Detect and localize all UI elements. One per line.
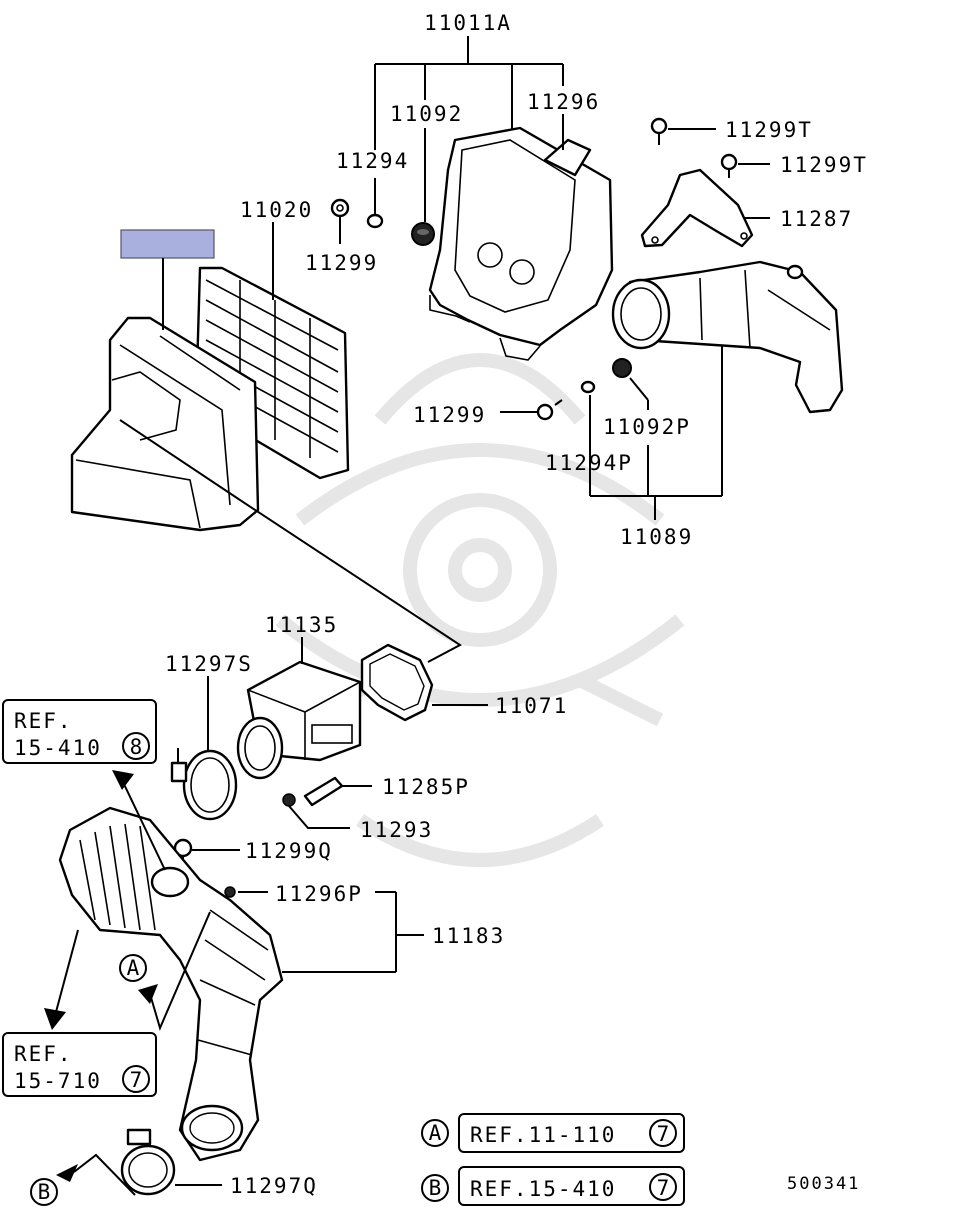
callout-11011A: 11011A	[424, 11, 512, 35]
washer-11294P	[580, 380, 596, 394]
gasket-11071	[360, 643, 434, 722]
ref-box-15-410-line1: REF.	[14, 709, 73, 733]
legend-ref-A-circle: 7	[657, 1122, 670, 1146]
screw-11293	[282, 793, 296, 807]
legend-ref-B-circle: 7	[657, 1176, 670, 1200]
legend-ref-A[interactable]: A REF.11-110 7	[421, 1113, 685, 1153]
bolt-11299T-b	[720, 153, 738, 178]
intake-duct-11089	[611, 260, 844, 414]
callout-11294: 11294	[336, 149, 409, 173]
ref-box-15-710[interactable]: REF. 15-710 7	[2, 1032, 157, 1097]
marker-B-letter: B	[38, 1180, 51, 1204]
clip-11296P	[224, 886, 236, 898]
marker-A: A	[119, 911, 211, 1031]
callout-11183: 11183	[432, 924, 505, 948]
diagram-number: 500341	[787, 1174, 860, 1194]
bolt-11299Q	[173, 838, 193, 865]
bolt-11299-mid	[536, 399, 563, 421]
legend-ref-B[interactable]: B REF.15-410 7	[421, 1166, 685, 1206]
arrow-to-ref-15-710	[44, 929, 79, 1030]
hose-clamp-11297Q	[120, 1128, 176, 1196]
highlight-label-box	[120, 229, 215, 259]
callout-11071: 11071	[495, 694, 568, 718]
callout-11135: 11135	[265, 613, 338, 637]
arrow-to-ref-15-410	[112, 770, 166, 871]
marker-A-letter: A	[127, 956, 140, 980]
callout-11296P: 11296P	[275, 882, 363, 906]
marker-B: B	[30, 1153, 136, 1206]
callout-11287: 11287	[780, 207, 853, 231]
legend-ref-A-letter: A	[429, 1121, 442, 1145]
callout-11294P: 11294P	[545, 451, 633, 475]
bracket-11285P	[303, 776, 344, 807]
ref-box-15-410[interactable]: REF. 15-410 8	[2, 699, 157, 764]
intake-hose-11183	[58, 806, 284, 1162]
bolt-11299T-a	[650, 117, 668, 145]
hose-clamp-11297S	[170, 748, 238, 821]
ref-box-15-710-line2: 15-710	[14, 1069, 102, 1093]
watermark-emblem	[275, 353, 685, 867]
callout-11299T-b: 11299T	[780, 153, 868, 177]
callout-leader-11089	[589, 345, 723, 520]
ref-box-15-710-circle: 7	[130, 1068, 143, 1092]
legend-ref-B-text: REF.15-410	[470, 1177, 616, 1201]
callout-leader-11011A	[374, 36, 564, 222]
ref-box-15-410-circle: 8	[130, 735, 143, 759]
ref-box-15-410-line2: 15-410	[14, 736, 102, 760]
callout-11299T-a: 11299T	[725, 118, 813, 142]
air-cleaner-case	[70, 316, 260, 532]
airflow-sensor-11135	[236, 660, 362, 780]
callout-11293: 11293	[360, 818, 433, 842]
case-to-gasket-leader	[119, 419, 462, 663]
callout-11089: 11089	[620, 525, 693, 549]
callout-11092P: 11092P	[603, 415, 691, 439]
callout-11297S: 11297S	[165, 652, 253, 676]
callout-11299Q: 11299Q	[245, 839, 333, 863]
callout-11092: 11092	[390, 102, 463, 126]
legend-ref-A-text: REF.11-110	[470, 1123, 616, 1147]
callout-leader-11183	[282, 891, 424, 973]
callout-11296: 11296	[527, 90, 600, 114]
callout-11299-top: 11299	[305, 251, 378, 275]
air-cleaner-cover	[428, 126, 614, 361]
callout-11297Q: 11297Q	[230, 1174, 318, 1198]
callout-11299-mid: 11299	[413, 403, 486, 427]
legend-ref-B-letter: B	[429, 1176, 442, 1200]
bolt-11299-top	[330, 198, 350, 218]
mounting-bracket-11287	[640, 168, 754, 248]
ref-box-15-710-line1: REF.	[14, 1042, 73, 1066]
rubber-grommet-11092	[411, 222, 435, 246]
washer-11294	[366, 213, 384, 229]
callout-11020: 11020	[240, 198, 313, 222]
nut-11092P	[612, 358, 632, 378]
callout-11285P: 11285P	[382, 775, 470, 799]
